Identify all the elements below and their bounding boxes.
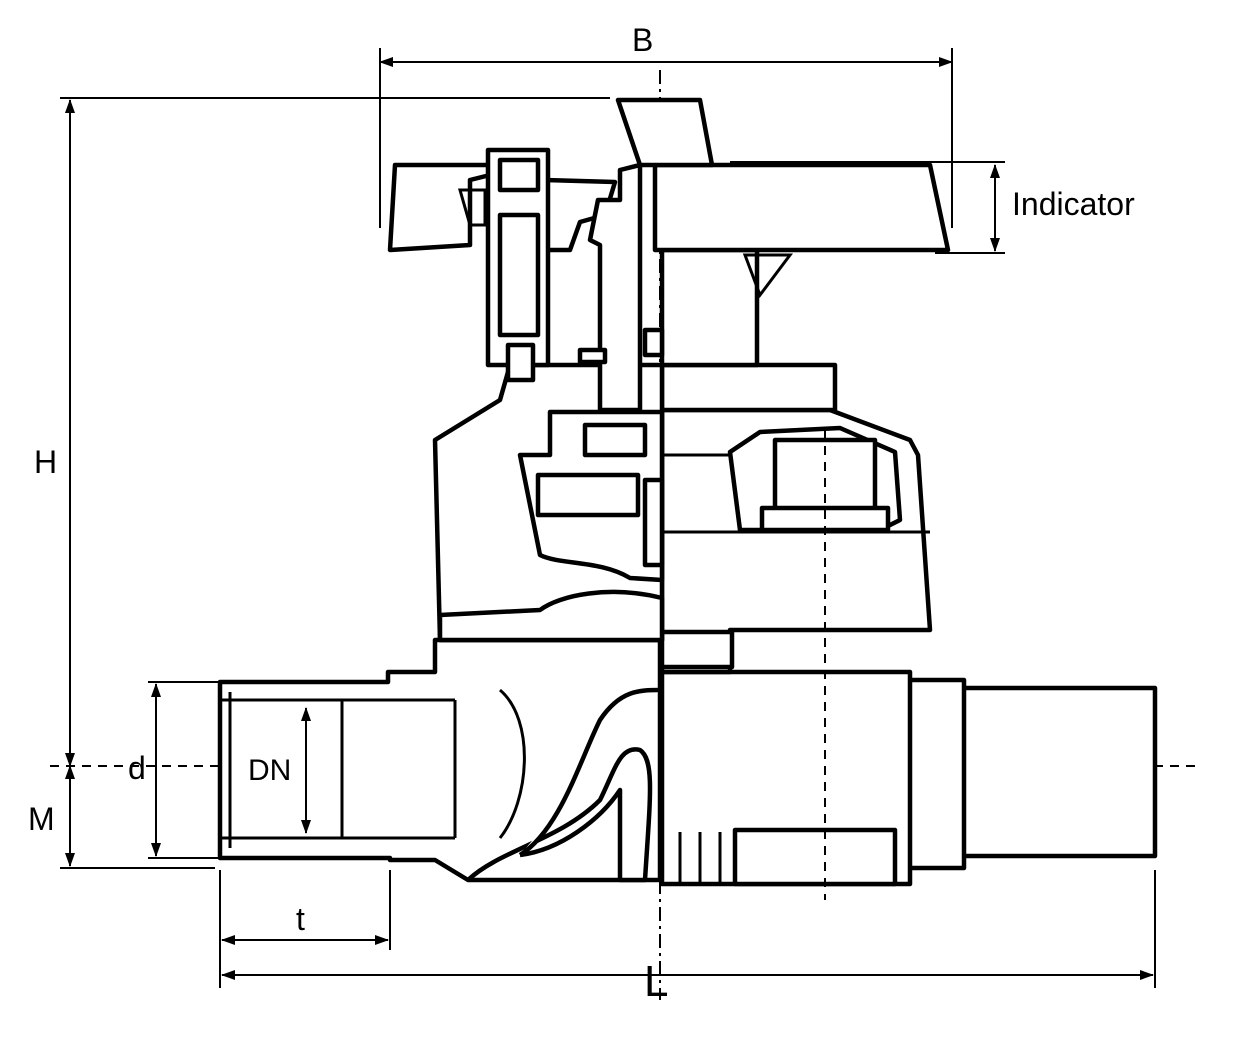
label-d: d (128, 750, 146, 786)
label-indicator: Indicator (1012, 186, 1135, 222)
dimension-d (148, 681, 218, 859)
dimension-H (60, 97, 610, 767)
label-DN: DN (248, 754, 292, 787)
dimension-M (60, 765, 215, 869)
valve-body (217, 97, 1158, 887)
label-t: t (296, 901, 305, 937)
dimension-B (379, 48, 953, 228)
label-B: B (632, 22, 654, 58)
label-M: M (28, 801, 55, 837)
label-H: H (34, 444, 58, 480)
label-L: L (644, 957, 669, 1006)
dimension-L (221, 870, 1156, 988)
dimension-indicator (730, 161, 1005, 254)
dimension-t (219, 870, 391, 988)
